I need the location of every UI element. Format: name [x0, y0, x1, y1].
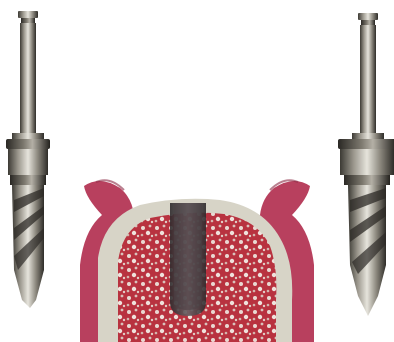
- right-drill-icon: [338, 13, 394, 316]
- bone-cross-section-icon: [80, 180, 314, 342]
- left-drill-icon: [6, 11, 50, 308]
